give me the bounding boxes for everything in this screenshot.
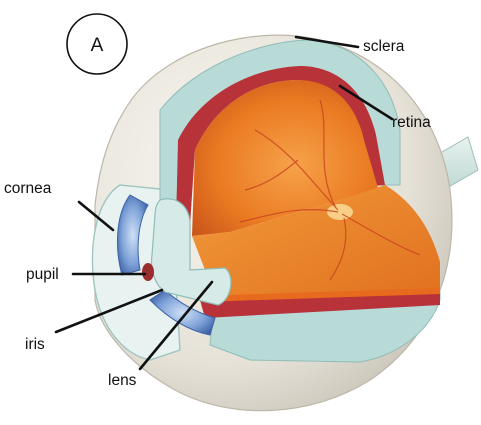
pupil-label: pupil: [26, 266, 59, 283]
sclera-label: sclera: [363, 38, 405, 55]
pupil: [142, 263, 154, 281]
retina-label: retina: [392, 114, 431, 131]
panel-letter: A: [91, 35, 104, 56]
cornea-label: cornea: [4, 180, 52, 197]
iris-label: iris: [25, 336, 45, 353]
lens-label: lens: [108, 372, 137, 389]
